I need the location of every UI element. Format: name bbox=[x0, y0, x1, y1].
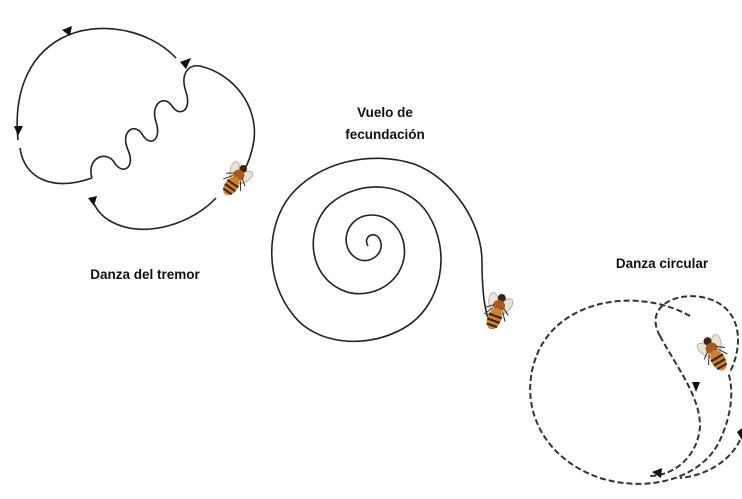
bee-icon bbox=[476, 288, 518, 335]
tremor-dance-label: Danza del tremor bbox=[90, 267, 200, 282]
arrowhead-icon bbox=[180, 58, 191, 69]
tremor-wavy-path bbox=[90, 65, 201, 179]
arrowhead-icon bbox=[62, 26, 72, 36]
tremor-bottom-arc bbox=[19, 147, 93, 185]
fecundation-flight bbox=[270, 157, 518, 343]
tremor-return-arc bbox=[91, 197, 217, 231]
circular-right-trail bbox=[679, 439, 741, 479]
fecundation-spiral-path bbox=[270, 157, 491, 343]
arrowhead-icon bbox=[652, 468, 662, 478]
arrowhead-icon bbox=[14, 126, 23, 136]
circular-small-loop bbox=[654, 295, 739, 373]
circular-dance bbox=[529, 295, 742, 485]
tremor-outer-arc-left bbox=[16, 27, 177, 141]
fecundation-flight-label-line1: Vuelo de bbox=[357, 105, 413, 120]
fecundation-flight-label-line2: fecundación bbox=[345, 127, 425, 142]
bee-icon bbox=[213, 157, 258, 203]
arrowhead-icon bbox=[737, 428, 742, 440]
circular-inner-loop bbox=[649, 335, 702, 477]
arrowhead-icon bbox=[88, 196, 97, 206]
circular-large-loop bbox=[529, 299, 733, 485]
arrowhead-icon bbox=[692, 382, 700, 392]
circular-dance-label: Danza circular bbox=[615, 256, 709, 271]
tremor-dance bbox=[14, 26, 258, 231]
